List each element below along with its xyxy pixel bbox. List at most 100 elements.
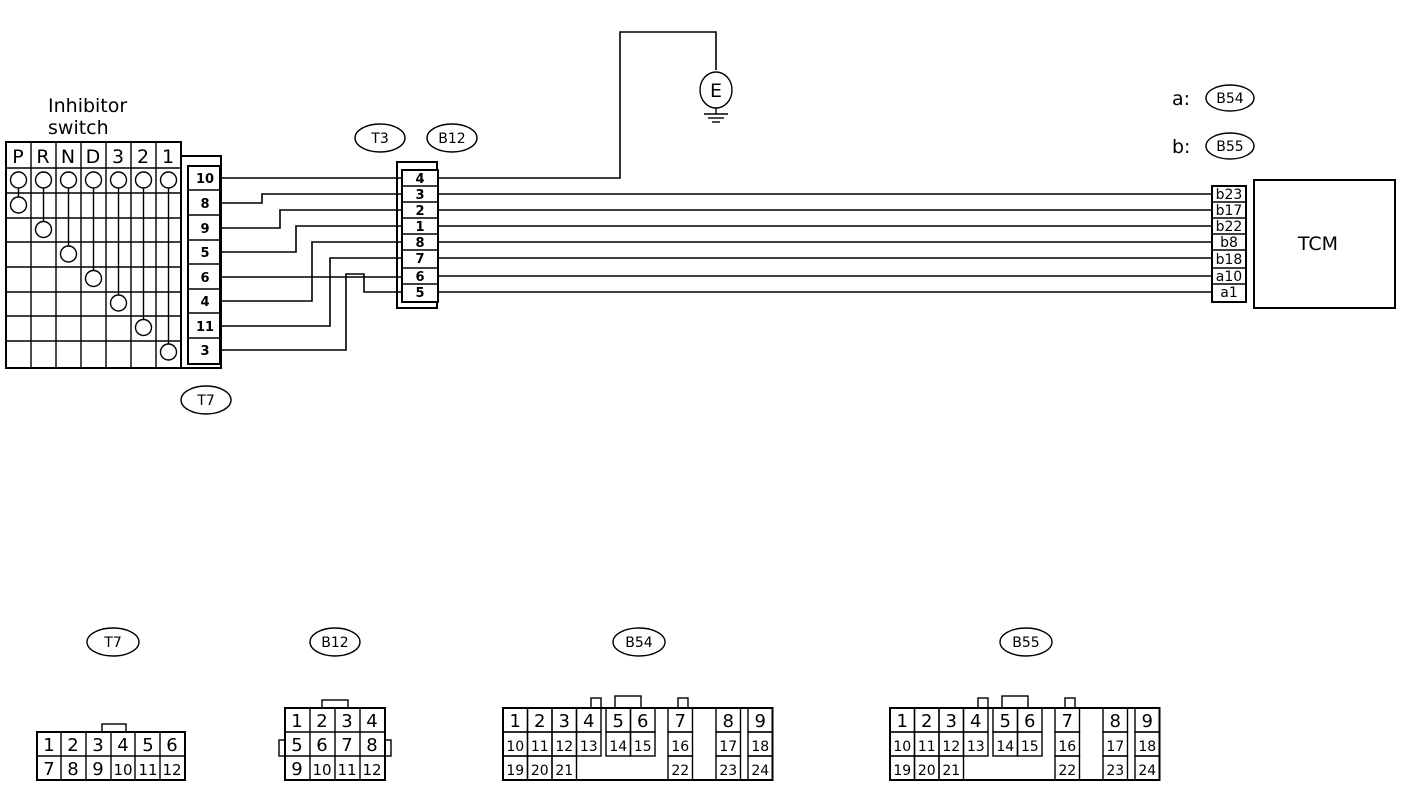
face-t7-tag: T7 bbox=[103, 635, 121, 651]
b55-face-pin: 11 bbox=[918, 739, 936, 755]
b54-face-pin: 24 bbox=[751, 763, 769, 779]
b12-pin-7: 7 bbox=[415, 252, 424, 267]
b12-pin-8: 8 bbox=[415, 236, 424, 251]
b54-face-key bbox=[590, 697, 602, 709]
b55-face-cell bbox=[1054, 755, 1081, 781]
b54-face-latch bbox=[614, 695, 642, 709]
b55-face-key bbox=[1064, 697, 1076, 709]
b55-face-cell bbox=[1016, 731, 1043, 757]
b12-face-pin-1: 1 bbox=[291, 711, 302, 732]
t7-pin-11: 11 bbox=[196, 320, 214, 335]
position-r: R bbox=[36, 146, 49, 168]
t7-face-pin-7: 7 bbox=[43, 759, 54, 780]
b55-face-body bbox=[889, 707, 1161, 781]
b54-face-cell bbox=[715, 755, 742, 781]
b12-pin-6: 6 bbox=[415, 270, 424, 285]
b55-face-pin: 12 bbox=[942, 739, 960, 755]
t7-face-pin-6: 6 bbox=[166, 735, 177, 756]
b55-face-cell bbox=[1134, 755, 1161, 781]
b55-face-latch bbox=[1001, 695, 1029, 709]
tcm-pin-a1: a1 bbox=[1220, 285, 1238, 301]
b55-face-cell bbox=[1102, 755, 1129, 781]
tcm-label: TCM bbox=[1297, 233, 1338, 255]
b12-face-pin-6: 6 bbox=[316, 735, 327, 756]
b55-face-pin: 21 bbox=[942, 763, 960, 779]
b12-face-pin-7: 7 bbox=[341, 735, 352, 756]
b12-connector-face: 1 2 3 4 5 6 7 8 9 10 11 12 bbox=[278, 699, 392, 781]
b55-face-pin: 16 bbox=[1058, 739, 1076, 755]
b55-face-pin: 19 bbox=[893, 763, 911, 779]
b54-face-pin: 17 bbox=[719, 739, 737, 755]
b54-face-pin: 15 bbox=[634, 739, 652, 755]
wires-b12-to-tcm bbox=[438, 193, 1212, 293]
b54-face-pin: 2 bbox=[534, 711, 545, 732]
b55-face-cell bbox=[938, 755, 965, 781]
b54-face-pin: 20 bbox=[531, 763, 549, 779]
b54-face-pin: 5 bbox=[613, 711, 624, 732]
b12-face-pin-4: 4 bbox=[366, 711, 377, 732]
legend-a-prefix: a: bbox=[1172, 88, 1190, 110]
b54-face-pin: 18 bbox=[751, 739, 769, 755]
b54-face-pin: 19 bbox=[506, 763, 524, 779]
b55-face-pin: 8 bbox=[1110, 711, 1121, 732]
t7-face-pin-11: 11 bbox=[138, 761, 157, 779]
t7-face-pin-1: 1 bbox=[43, 735, 54, 756]
tcm-pin-b17: b17 bbox=[1216, 203, 1243, 219]
t3-tag: T3 bbox=[370, 131, 388, 147]
t7-pin-10: 10 bbox=[196, 172, 214, 187]
b55-face-pin: 5 bbox=[1000, 711, 1011, 732]
tcm-pin-b18: b18 bbox=[1216, 252, 1243, 268]
b54-face-pin: 16 bbox=[671, 739, 689, 755]
b12-pin-1: 1 bbox=[415, 220, 424, 235]
t7-pin-4: 4 bbox=[200, 295, 209, 310]
face-b55-tag: B55 bbox=[1012, 635, 1039, 651]
t7-pin-8: 8 bbox=[200, 197, 209, 212]
b55-face-pin: 14 bbox=[996, 739, 1014, 755]
tcm-pin-b8: b8 bbox=[1220, 235, 1238, 251]
b54-face-cell bbox=[551, 755, 578, 781]
b54-face-pin: 7 bbox=[675, 711, 686, 732]
b54-face-cell bbox=[747, 755, 774, 781]
b54-face-pin: 3 bbox=[559, 711, 570, 732]
b12-connector: 4 3 2 1 8 7 6 5 bbox=[396, 161, 439, 309]
t7-face-pin-8: 8 bbox=[67, 759, 78, 780]
ground-wire bbox=[438, 31, 717, 179]
t7-pin-3: 3 bbox=[200, 344, 209, 359]
b55-face-pin: 23 bbox=[1106, 763, 1124, 779]
position-1: 1 bbox=[162, 146, 174, 168]
b55-face-pin: 4 bbox=[970, 711, 981, 732]
t7-face-pin-2: 2 bbox=[67, 735, 78, 756]
t7-face-pin-12: 12 bbox=[162, 761, 181, 779]
b12-face-pin-9: 9 bbox=[291, 759, 302, 780]
b54-face-cell bbox=[575, 731, 602, 757]
b54-face-cell bbox=[667, 755, 694, 781]
t7-face-pin-10: 10 bbox=[113, 761, 132, 779]
inhibitor-title-line2: switch bbox=[48, 117, 109, 139]
b12-face-pin-12: 12 bbox=[362, 761, 381, 779]
face-b54-tag: B54 bbox=[625, 635, 653, 651]
legend-b-prefix: b: bbox=[1172, 136, 1190, 158]
b55-face-pin: 17 bbox=[1106, 739, 1124, 755]
tcm-connector: b23 b17 b22 b8 b18 a10 a1 bbox=[1211, 185, 1247, 303]
b55-face-pin: 9 bbox=[1142, 711, 1153, 732]
t7-pin-6: 6 bbox=[200, 271, 209, 286]
b54-face-pin: 6 bbox=[637, 711, 648, 732]
wires-t7-to-b12 bbox=[221, 177, 402, 351]
b54-face-pin: 14 bbox=[609, 739, 627, 755]
tcm-pin-b22: b22 bbox=[1216, 219, 1243, 235]
tcm-box bbox=[1253, 179, 1396, 309]
b12-face-pin-8: 8 bbox=[366, 735, 377, 756]
b54-face-pin: 23 bbox=[719, 763, 737, 779]
b55-face-pin: 2 bbox=[921, 711, 932, 732]
b55-face-cell bbox=[962, 731, 989, 757]
t7-face-pin-3: 3 bbox=[92, 735, 103, 756]
b54-face-key bbox=[677, 697, 689, 709]
ground-symbol bbox=[699, 71, 733, 123]
b54-face-pin: 8 bbox=[723, 711, 734, 732]
b55-face-pin: 18 bbox=[1138, 739, 1156, 755]
t7-connector-face: 1 2 3 4 5 6 7 8 9 10 11 12 bbox=[36, 723, 186, 781]
b55-face-pin: 20 bbox=[918, 763, 936, 779]
position-n: N bbox=[61, 146, 75, 168]
